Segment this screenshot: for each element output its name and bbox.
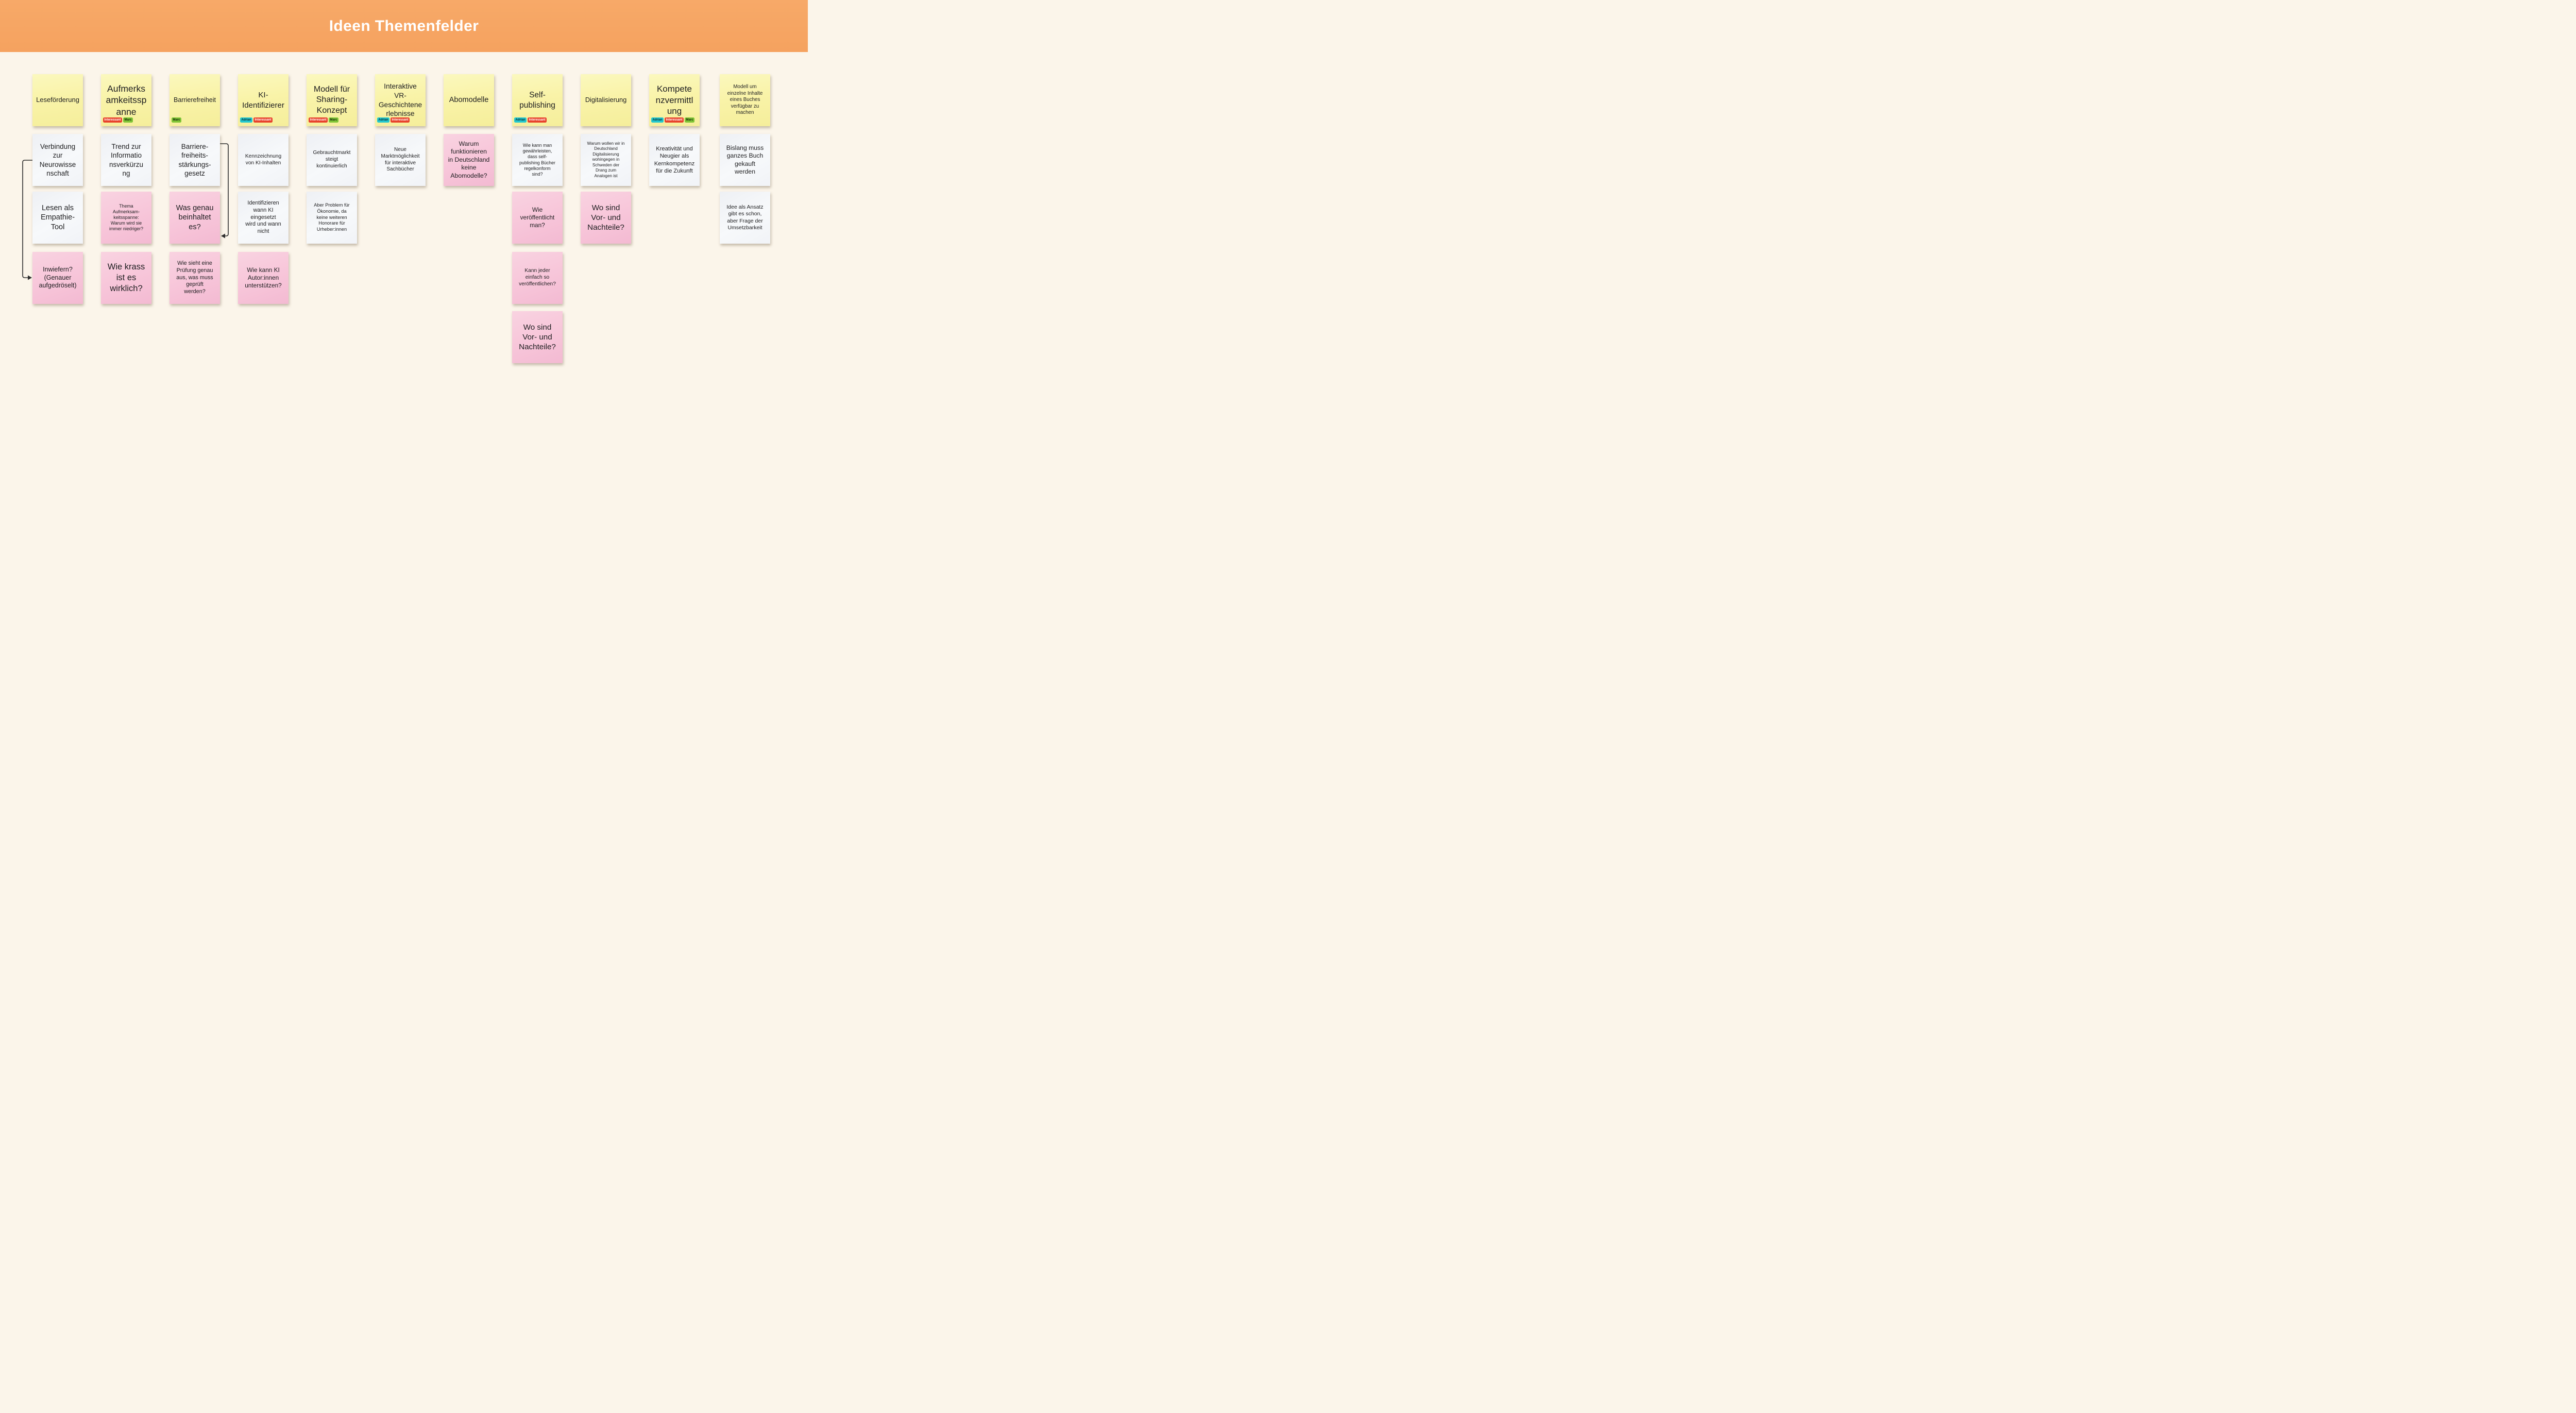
note-text: Modell für Sharing- Konzept: [313, 85, 350, 115]
sticky-note[interactable]: Wie krass ist es wirklich?: [101, 252, 151, 304]
sticky-note[interactable]: Kompete nzvermittl ung Adrian Interessan…: [649, 74, 700, 126]
note-text: Leseförderung: [36, 96, 79, 104]
tag-adrian: Adrian: [377, 117, 390, 123]
tag-list: Adrian Interessant: [514, 117, 547, 123]
note-text: KI- Identifizierer: [242, 91, 284, 110]
note-text: Wo sind Vor- und Nachteile?: [519, 322, 556, 352]
sticky-note[interactable]: Wie kann man gewährleisten, dass self- p…: [512, 134, 563, 186]
note-text: Aufmerks amkeitssp anne: [106, 83, 147, 117]
sticky-note[interactable]: Wie kann KI Autor:innen unterstützen?: [238, 252, 289, 304]
note-text: Identifizieren wann KI eingesetzt wird u…: [245, 200, 281, 235]
note-text: Gebrauchtmarkt steigt kontinuierlich: [313, 150, 351, 169]
tag-list: Adrian Interessant Marc: [651, 117, 695, 123]
note-text: Verbindung zur Neurowisse nschaft: [39, 143, 76, 177]
connector-arrow[interactable]: [23, 160, 32, 280]
note-text: Inwiefern? (Genauer aufgedröselt): [39, 265, 77, 290]
note-text: Barrierefreiheit: [174, 96, 216, 104]
tag-list: Marc: [172, 117, 182, 123]
tag-interessant: Interessant: [391, 117, 410, 123]
note-text: Wie sieht eine Prüfung genau aus, was mu…: [176, 260, 213, 295]
sticky-note[interactable]: Verbindung zur Neurowisse nschaft: [32, 134, 83, 186]
sticky-note[interactable]: Warum funktionieren in Deutschland keine…: [444, 134, 494, 186]
tag-interessant: Interessant: [665, 117, 684, 123]
note-text: Kann jeder einfach so veröffentlichen?: [519, 268, 556, 287]
sticky-note[interactable]: Kennzeichnung von KI-Inhalten: [238, 134, 289, 186]
sticky-note[interactable]: Wo sind Vor- und Nachteile?: [581, 192, 631, 244]
sticky-note[interactable]: Was genau beinhaltet es?: [170, 192, 220, 244]
tag-interessant: Interessant: [103, 117, 123, 123]
note-text: Wie veröffentlicht man?: [520, 206, 555, 229]
sticky-note[interactable]: Neue Marktmöglichkeit für interaktive Sa…: [375, 134, 426, 186]
sticky-note[interactable]: Identifizieren wann KI eingesetzt wird u…: [238, 192, 289, 244]
tag-interessant: Interessant: [253, 117, 273, 123]
sticky-note[interactable]: Wo sind Vor- und Nachteile?: [512, 311, 563, 363]
sticky-note[interactable]: Aufmerks amkeitssp anne Interessant Marc: [101, 74, 151, 126]
page-title: Ideen Themenfelder: [329, 17, 479, 35]
sticky-note[interactable]: Barriere- freiheits- stärkungs- gesetz: [170, 134, 220, 186]
sticky-note[interactable]: KI- Identifizierer Adrian Interessant: [238, 74, 289, 126]
sticky-note[interactable]: Gebrauchtmarkt steigt kontinuierlich: [307, 134, 357, 186]
sticky-note[interactable]: Kreativität und Neugier als Kernkompeten…: [649, 134, 700, 186]
tag-list: Adrian Interessant: [240, 117, 273, 123]
sticky-note[interactable]: Inwiefern? (Genauer aufgedröselt): [32, 252, 83, 304]
tag-marc: Marc: [329, 117, 339, 123]
sticky-note[interactable]: Idee als Ansatz gibt es schon, aber Frag…: [720, 192, 770, 244]
connector-layer: [0, 0, 808, 280]
sticky-note[interactable]: Warum wollen wir in Deutschland Digitali…: [581, 134, 631, 186]
note-text: Self- publishing: [519, 90, 555, 110]
note-text: Idee als Ansatz gibt es schon, aber Frag…: [726, 203, 764, 231]
tag-interessant: Interessant: [528, 117, 547, 123]
note-text: Wo sind Vor- und Nachteile?: [587, 203, 624, 232]
note-text: Neue Marktmöglichkeit für interaktive Sa…: [381, 147, 420, 173]
tag-list: Interessant Marc: [309, 117, 339, 123]
header-bar: Ideen Themenfelder: [0, 0, 808, 52]
note-text: Aber Problem für Ökonomie, da keine weit…: [314, 202, 350, 232]
note-text: Wie kann man gewährleisten, dass self- p…: [519, 142, 555, 177]
sticky-note[interactable]: Abomodelle: [444, 74, 494, 126]
note-text: Abomodelle: [449, 96, 489, 105]
note-text: Wie krass ist es wirklich?: [107, 262, 145, 293]
note-text: Kreativität und Neugier als Kernkompeten…: [654, 146, 695, 174]
sticky-note[interactable]: Wie veröffentlicht man?: [512, 192, 563, 244]
sticky-note[interactable]: Bislang muss ganzes Buch gekauft werden: [720, 134, 770, 186]
tag-list: Interessant Marc: [103, 117, 133, 123]
tag-adrian: Adrian: [514, 117, 527, 123]
tag-list: Adrian Interessant: [377, 117, 410, 123]
sticky-note[interactable]: Digitalisierung: [581, 74, 631, 126]
note-text: Digitalisierung: [585, 96, 627, 104]
note-text: Kompete nzvermittl ung: [655, 84, 693, 116]
sticky-note[interactable]: Lesen als Empathie- Tool: [32, 192, 83, 244]
sticky-note[interactable]: Modell für Sharing- Konzept Interessant …: [307, 74, 357, 126]
note-text: Bislang muss ganzes Buch gekauft werden: [726, 144, 764, 175]
note-text: Modell um einzelne Inhalte eines Buches …: [727, 84, 763, 116]
tag-marc: Marc: [172, 117, 182, 123]
tag-marc: Marc: [123, 117, 133, 123]
tag-adrian: Adrian: [240, 117, 253, 123]
sticky-note[interactable]: Interaktive VR- Geschichtene rlebnisse A…: [375, 74, 426, 126]
note-text: Kennzeichnung von KI-Inhalten: [245, 153, 282, 166]
sticky-note[interactable]: Leseförderung: [32, 74, 83, 126]
sticky-note[interactable]: Barrierefreiheit Marc: [170, 74, 220, 126]
sticky-note[interactable]: Kann jeder einfach so veröffentlichen?: [512, 252, 563, 304]
sticky-note[interactable]: Wie sieht eine Prüfung genau aus, was mu…: [170, 252, 220, 304]
connector-arrow[interactable]: [219, 144, 228, 239]
note-text: Warum wollen wir in Deutschland Digitali…: [587, 141, 625, 178]
tag-adrian: Adrian: [651, 117, 664, 123]
note-text: Was genau beinhaltet es?: [176, 203, 214, 231]
sticky-note[interactable]: Trend zur Informatio nsverkürzu ng: [101, 134, 151, 186]
note-text: Lesen als Empathie- Tool: [40, 203, 75, 231]
note-text: Interaktive VR- Geschichtene rlebnisse: [378, 82, 422, 118]
tag-interessant: Interessant: [309, 117, 328, 123]
note-text: Thema Aufmerksam- keitsspanne: Warum wir…: [109, 203, 143, 232]
tag-marc: Marc: [685, 117, 695, 123]
sticky-note[interactable]: Self- publishing Adrian Interessant: [512, 74, 563, 126]
note-text: Barriere- freiheits- stärkungs- gesetz: [178, 143, 211, 177]
note-text: Warum funktionieren in Deutschland keine…: [448, 140, 490, 179]
note-text: Wie kann KI Autor:innen unterstützen?: [245, 266, 282, 289]
note-text: Trend zur Informatio nsverkürzu ng: [109, 143, 144, 177]
sticky-note[interactable]: Aber Problem für Ökonomie, da keine weit…: [307, 192, 357, 244]
sticky-note[interactable]: Thema Aufmerksam- keitsspanne: Warum wir…: [101, 192, 151, 244]
sticky-note[interactable]: Modell um einzelne Inhalte eines Buches …: [720, 74, 770, 126]
